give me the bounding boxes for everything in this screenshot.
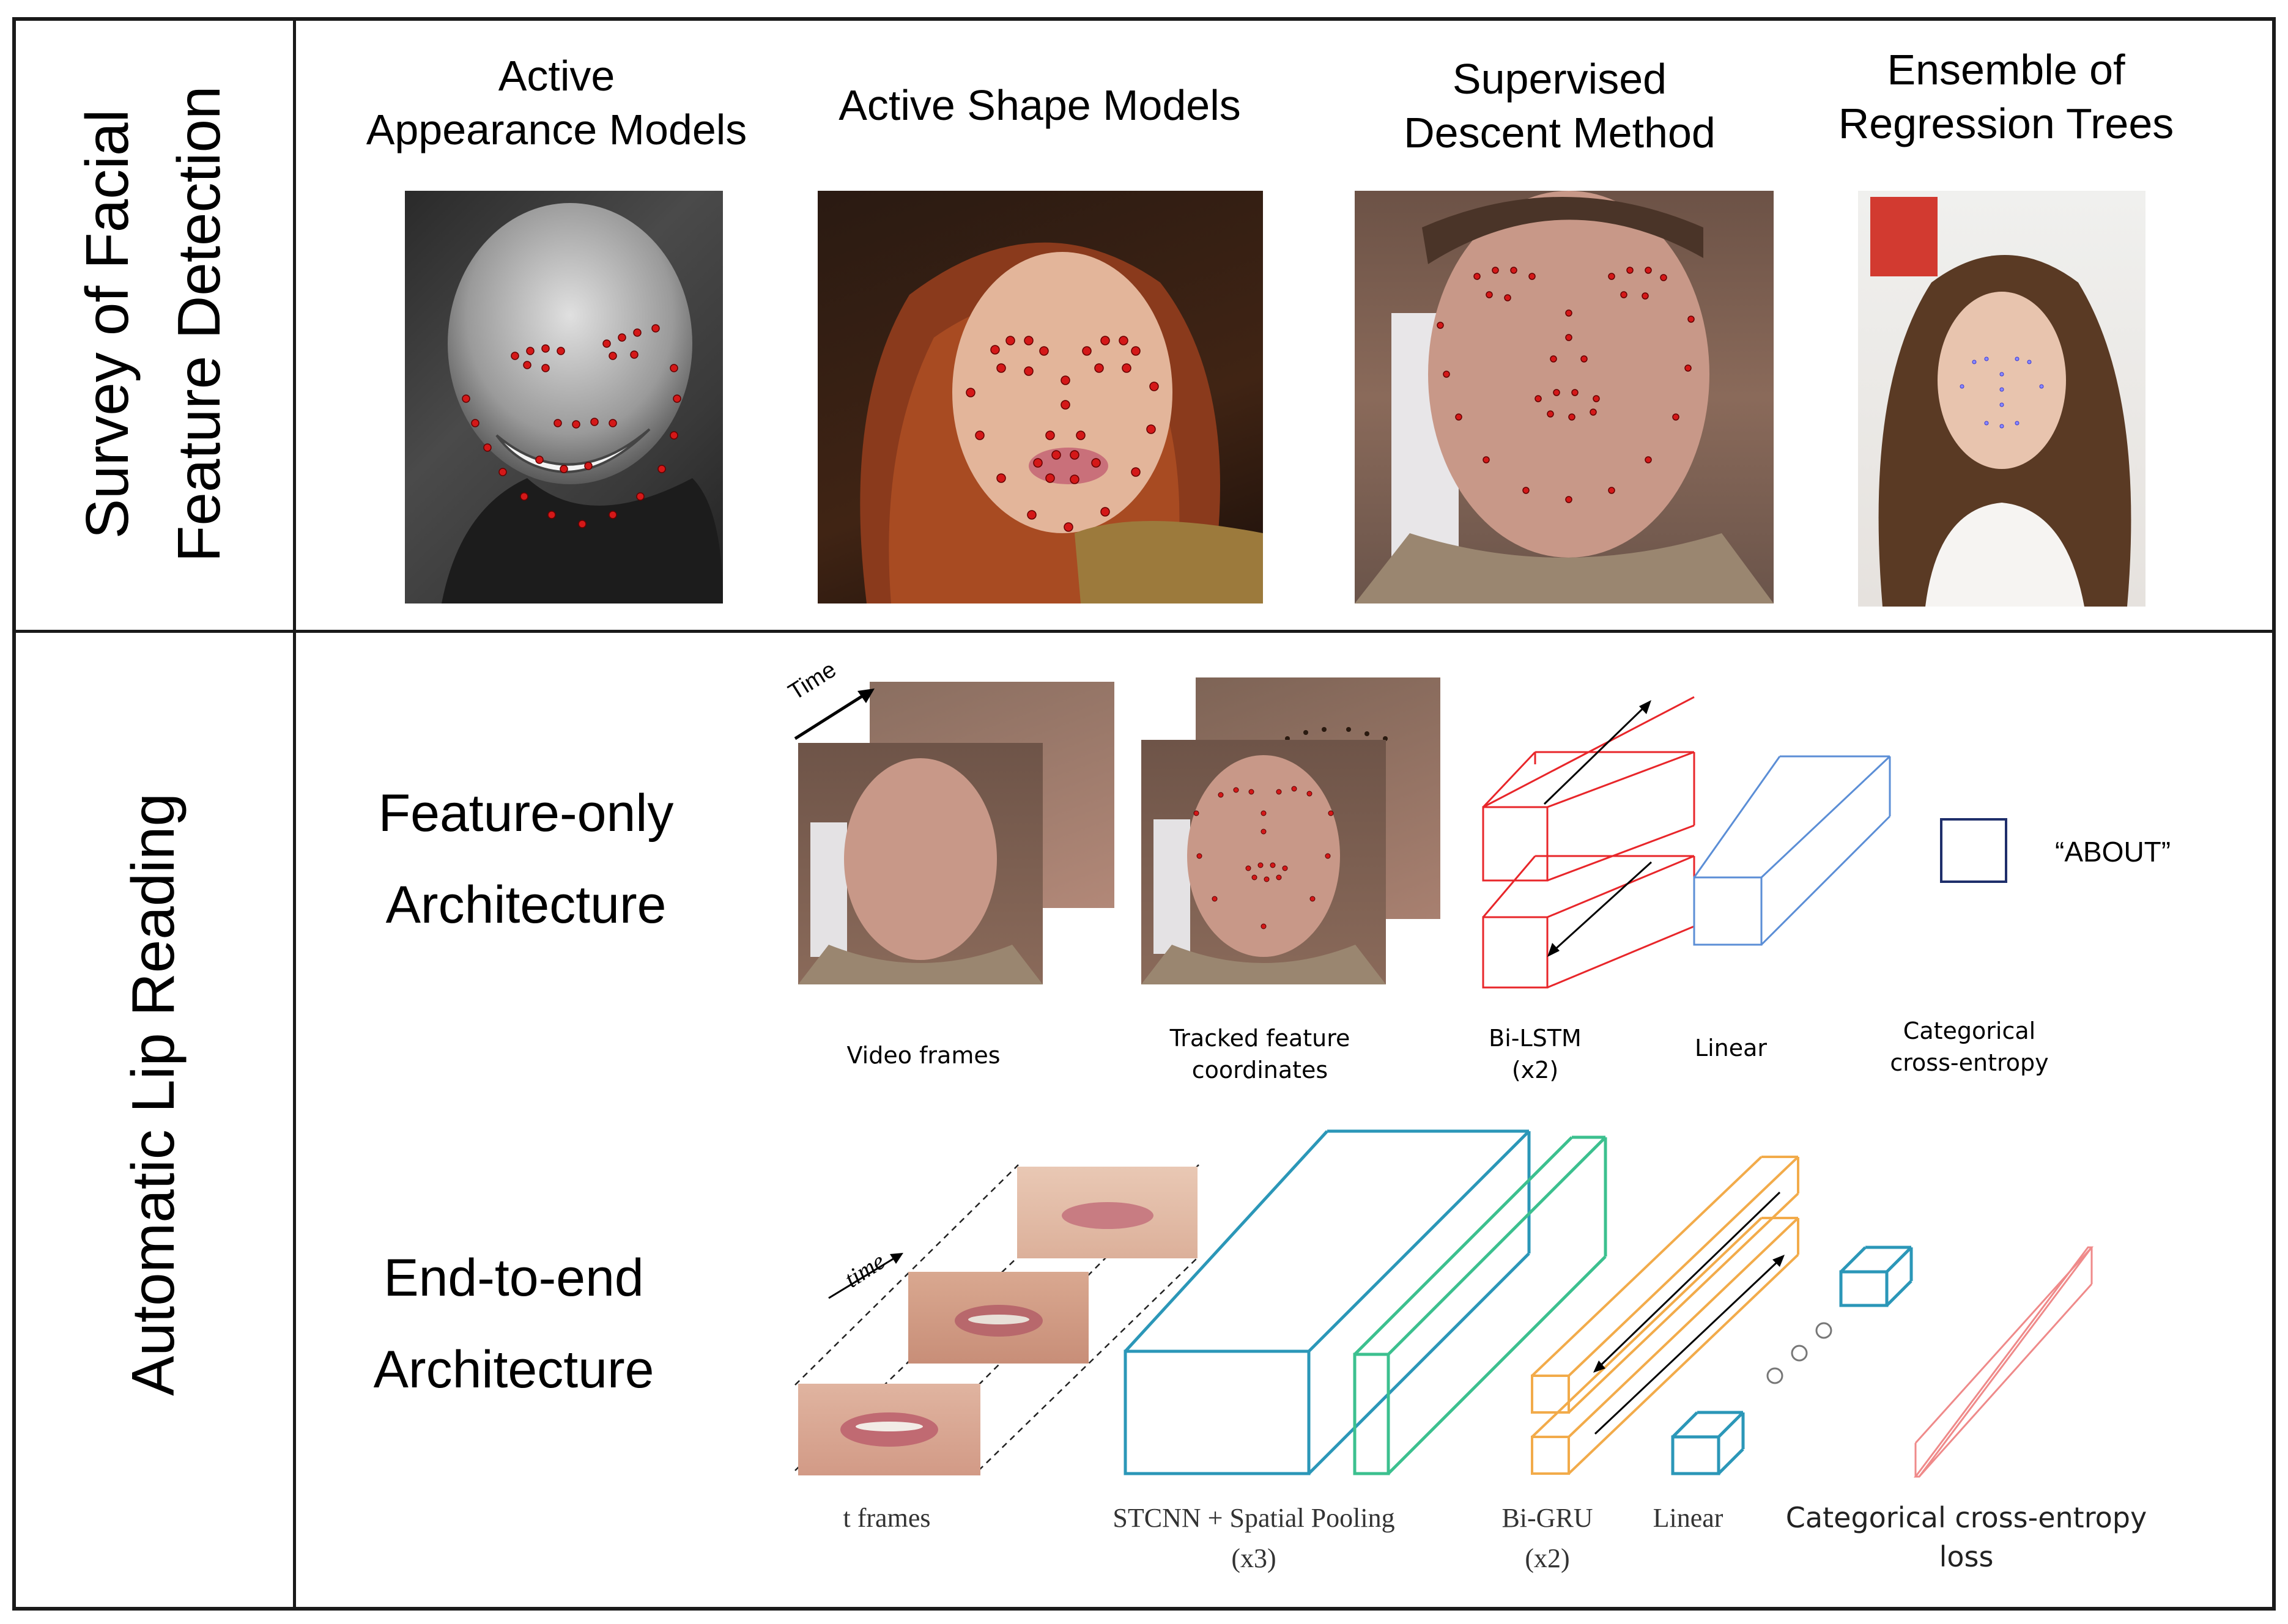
feature-only-title-line2: Architecture — [385, 876, 667, 934]
method-header-sdm-line1: Supervised — [1452, 55, 1667, 103]
tracked-frame-face — [1141, 755, 1386, 984]
aam-face-photo — [405, 191, 723, 603]
caption-bilstm-line2: (x2) — [1511, 1057, 1559, 1083]
linear-box-feature — [1693, 755, 1891, 946]
stcnn-diagram — [1124, 1129, 1607, 1475]
time-arrow-icon — [794, 688, 875, 740]
method-header-asm: Active Shape Models — [795, 78, 1284, 132]
ert-face-photo — [1858, 191, 2145, 607]
sdm-face-photo — [1355, 191, 1774, 603]
caption-ce-feature-line1: Categorical — [1903, 1017, 2036, 1044]
tracked-frame-back-dots — [1285, 727, 1388, 741]
caption-tracked: Tracked feature coordinates — [1125, 1022, 1394, 1086]
lip-time-arrow — [823, 1244, 908, 1305]
tracked-frame-front — [1141, 740, 1386, 984]
caption-stcnn: STCNN + Spatial Pooling (x3) — [1064, 1498, 1443, 1579]
caption-ce-feature: Categorical cross-entropy — [1871, 1015, 2067, 1079]
caption-ce-e2e: Categorical cross-entropy loss — [1761, 1498, 2171, 1576]
caption-t-frames: t frames — [843, 1503, 931, 1533]
caption-video-frames: Video frames — [846, 1042, 1001, 1069]
method-header-sdm: Supervised Descent Method — [1346, 52, 1774, 160]
lip-frame-back — [1017, 1167, 1198, 1258]
lip-front-mouth — [840, 1412, 938, 1447]
end-to-end-title-line2: Architecture — [373, 1340, 654, 1399]
caption-ce-e2e-line1: Categorical cross-entropy — [1785, 1501, 2147, 1534]
caption-bigru-line2: (x2) — [1525, 1543, 1570, 1573]
lip-back-mouth — [1062, 1202, 1153, 1229]
lip-frame-front — [798, 1384, 980, 1475]
caption-bigru-line1: Bi-GRU — [1501, 1503, 1593, 1533]
asm-face-photo — [818, 191, 1263, 603]
lip-middle-mouth — [955, 1305, 1043, 1337]
caption-stcnn-line2: (x3) — [1231, 1543, 1276, 1573]
survey-title-line2: Feature Detection — [165, 86, 232, 563]
row-divider — [12, 630, 2276, 633]
lip-frame-middle — [908, 1272, 1089, 1364]
caption-linear-feature: Linear — [1694, 1035, 1768, 1061]
method-header-ert: Ensemble of Regression Trees — [1774, 43, 2238, 150]
video-frame-front — [798, 743, 1043, 984]
method-header-asm-line1: Active Shape Models — [839, 81, 1241, 129]
caption-stcnn-line1: STCNN + Spatial Pooling — [1113, 1503, 1395, 1533]
method-header-aam: Active Appearance Models — [342, 49, 771, 157]
method-header-aam-line1: Active — [498, 52, 615, 100]
sdm-face-drawing — [1355, 191, 1774, 603]
feature-only-title-line1: Feature-only — [378, 784, 674, 843]
survey-title-line1: Survey of Facial — [73, 109, 141, 539]
bigru-diagram — [1531, 1156, 1799, 1475]
asm-face-drawing — [860, 242, 1263, 603]
feature-only-title: Feature-only Architecture — [330, 767, 722, 951]
caption-bilstm: Bi-LSTM (x2) — [1456, 1022, 1615, 1086]
outer-border-left — [12, 17, 16, 1611]
output-square — [1940, 818, 2007, 883]
caption-ce-feature-line2: cross-entropy — [1890, 1049, 2049, 1076]
aam-face-drawing — [442, 203, 723, 603]
caption-tracked-line2: coordinates — [1191, 1057, 1328, 1083]
method-header-ert-line2: Regression Trees — [1838, 100, 2174, 147]
video-frame-face — [798, 758, 1043, 984]
method-header-sdm-line2: Descent Method — [1404, 109, 1716, 157]
outer-border-right — [2272, 17, 2276, 1611]
method-header-aam-line2: Appearance Models — [366, 106, 747, 153]
end-to-end-title: End-to-end Architecture — [318, 1232, 709, 1415]
lip-time-arrow-icon — [828, 1253, 903, 1299]
caption-bilstm-line1: Bi-LSTM — [1489, 1025, 1582, 1052]
ert-face-drawing — [1870, 197, 2131, 607]
caption-linear-e2e: Linear — [1653, 1503, 1723, 1533]
outer-border-bottom — [12, 1607, 2276, 1611]
column-divider — [293, 17, 296, 1611]
caption-ce-e2e-line2: loss — [1939, 1540, 1994, 1573]
outer-border-top — [12, 17, 2276, 21]
linear-cubes-diagram — [1671, 1246, 1913, 1475]
method-header-ert-line1: Ensemble of — [1887, 46, 2125, 94]
caption-tracked-line1: Tracked feature — [1169, 1025, 1350, 1052]
loss-slab — [1913, 1246, 2094, 1478]
time-arrow — [777, 673, 887, 746]
output-word: “ABOUT” — [2055, 836, 2171, 868]
end-to-end-title-line1: End-to-end — [383, 1249, 644, 1307]
caption-bigru: Bi-GRU (x2) — [1480, 1498, 1615, 1579]
